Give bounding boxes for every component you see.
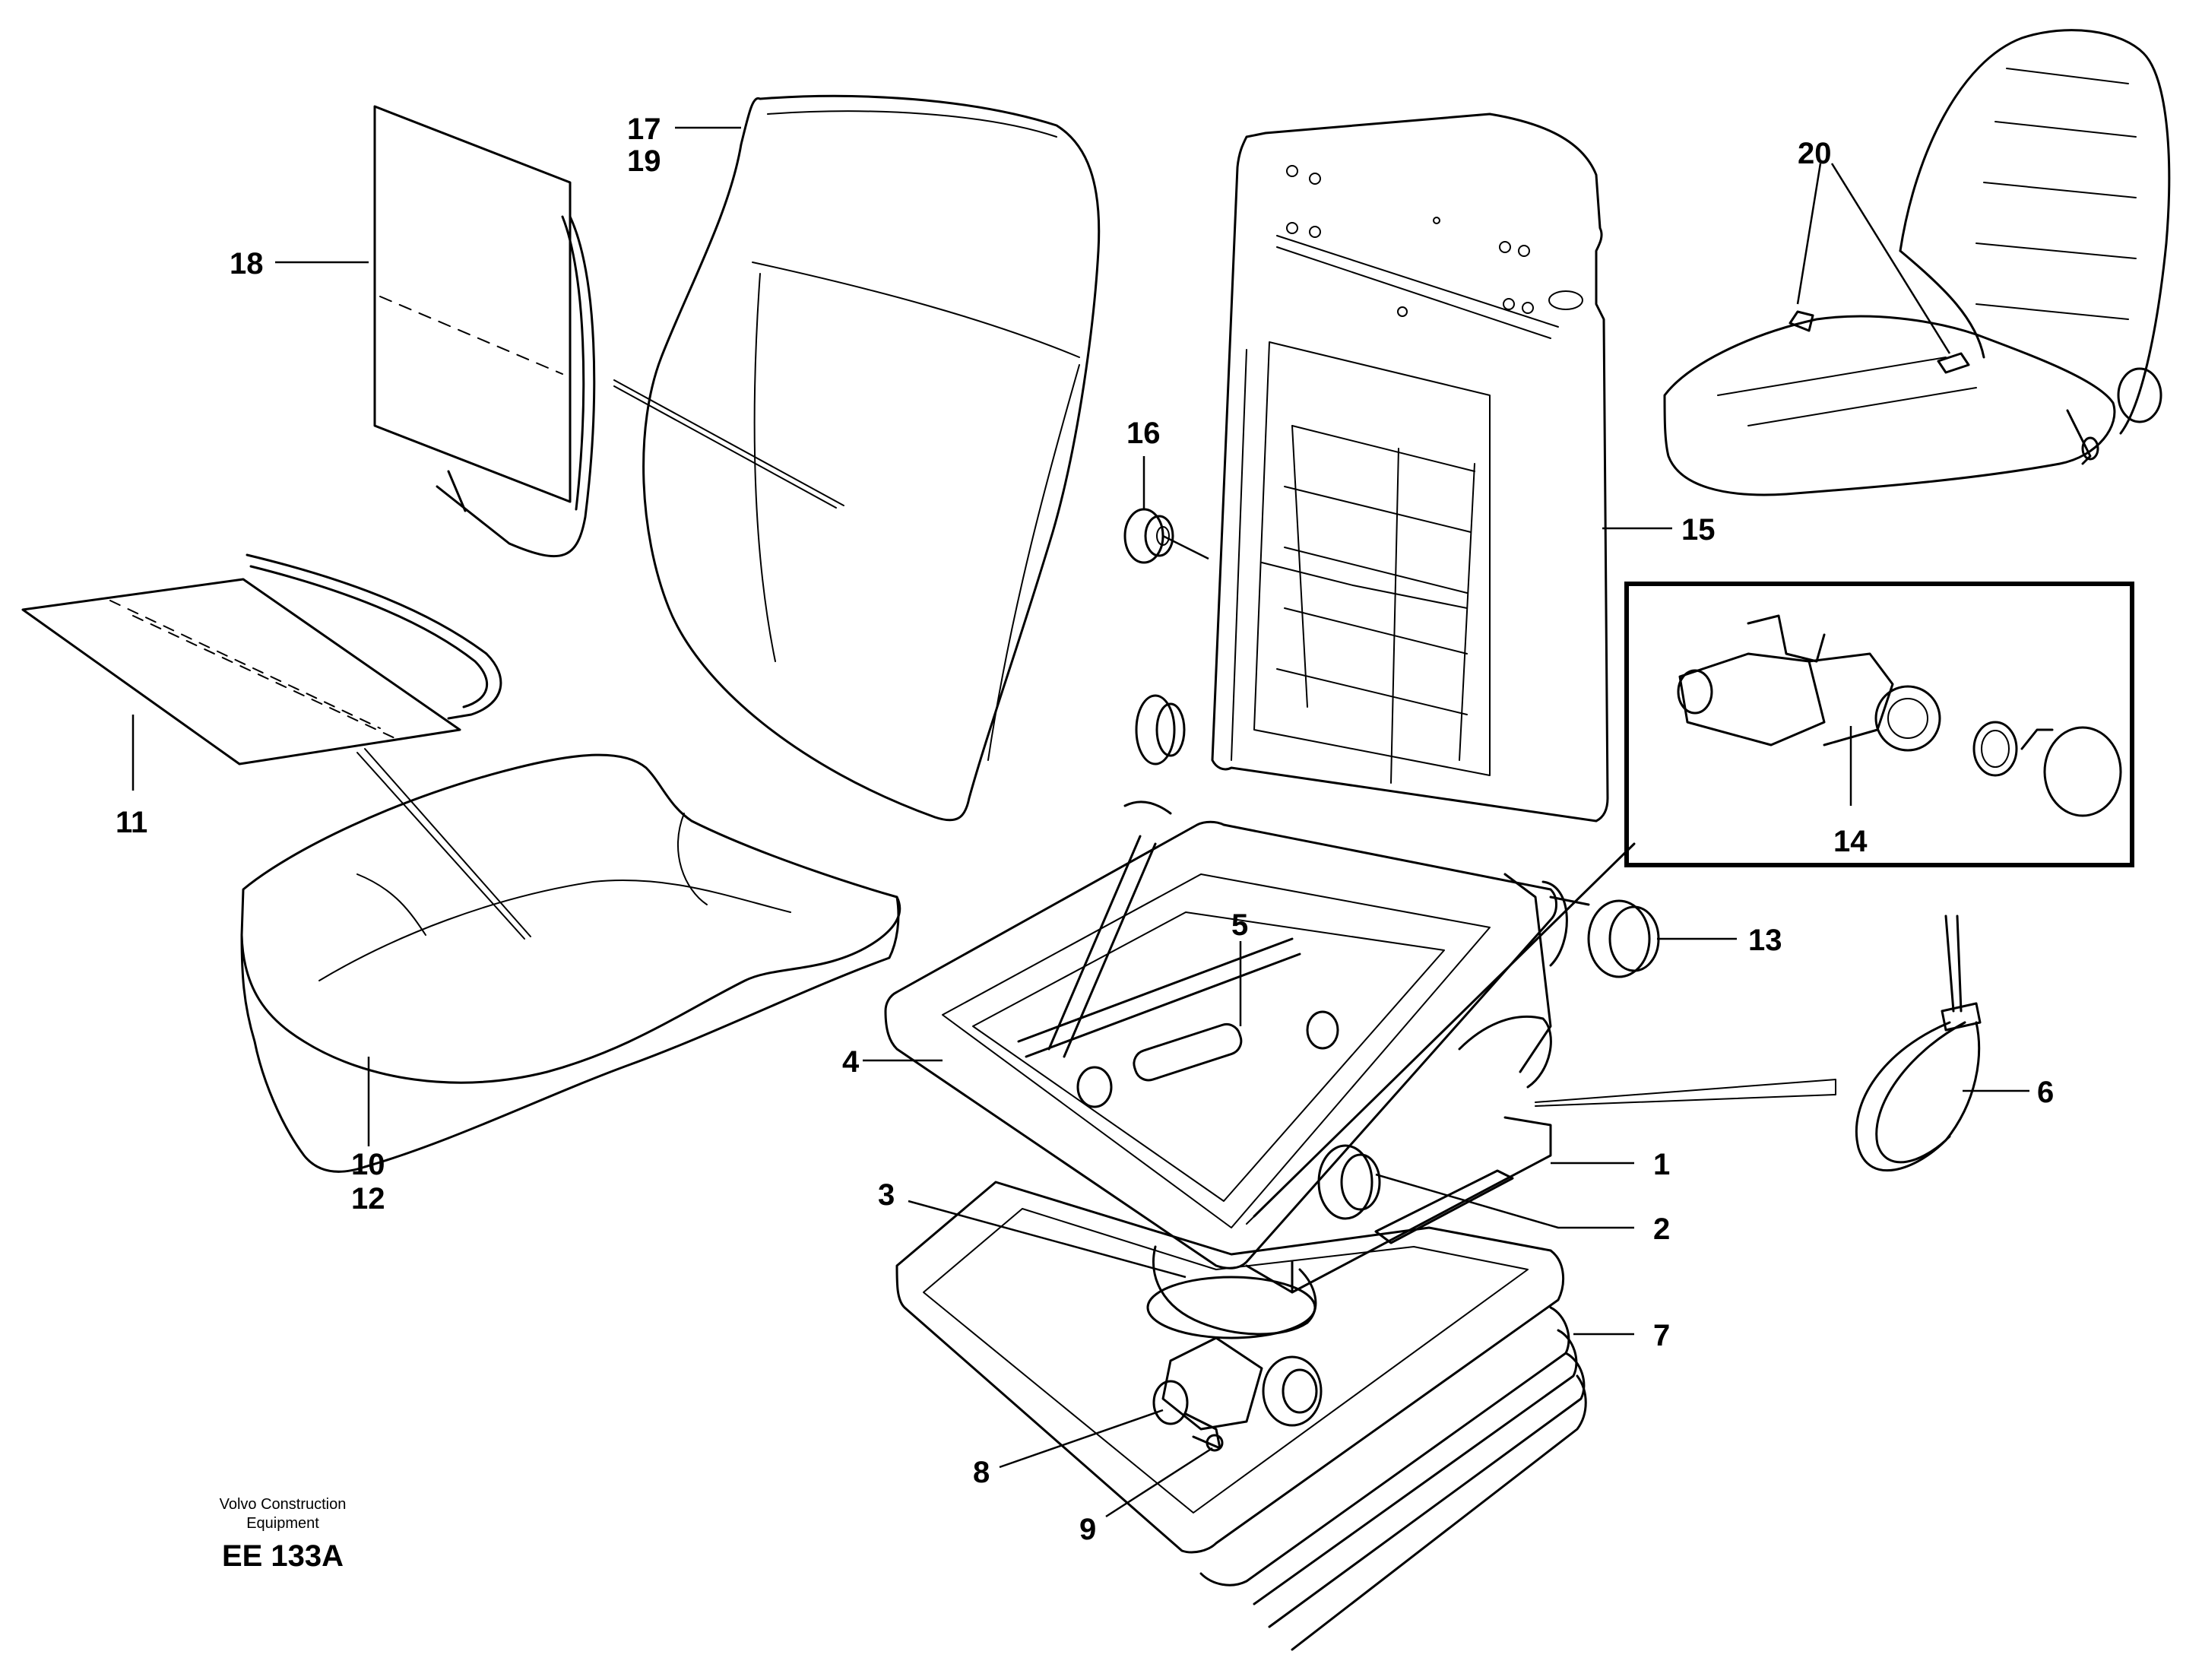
- callout-3: 3: [878, 1178, 895, 1212]
- callout-8: 8: [973, 1456, 990, 1489]
- detail-inset-14: [1624, 582, 2134, 867]
- callout-17: 17: [627, 113, 661, 146]
- footer: Volvo Construction Equipment EE 133A: [220, 1496, 347, 1573]
- drawing-code: EE 133A: [222, 1539, 344, 1573]
- callout-10: 10: [351, 1148, 385, 1181]
- callout-4: 4: [842, 1045, 860, 1079]
- callout-18: 18: [230, 247, 264, 281]
- callout-16: 16: [1126, 417, 1161, 450]
- backrest-frame: [1211, 113, 1609, 823]
- seat-frame-assembly: [884, 694, 1636, 1651]
- backrest-cushion: [642, 94, 1101, 822]
- company-line-1: Volvo Construction: [220, 1496, 347, 1513]
- leader-lines: [131, 126, 2029, 1518]
- knob-16: [1123, 508, 1174, 564]
- seat-cushion: [240, 753, 901, 1173]
- callout-11: 11: [116, 806, 147, 839]
- callout-1: 1: [1653, 1148, 1670, 1181]
- callout-2: 2: [1653, 1212, 1670, 1246]
- callout-7: 7: [1653, 1319, 1670, 1352]
- callout-9: 9: [1079, 1513, 1096, 1546]
- callout-20: 20: [1798, 137, 1832, 170]
- callout-labels: 17 19 18 11 10 12 16 15 14 13 5 4 6 1 2 …: [116, 113, 2054, 1546]
- callout-14: 14: [1833, 825, 1868, 858]
- callout-19: 19: [627, 144, 661, 178]
- callout-6: 6: [2037, 1076, 2054, 1109]
- callout-5: 5: [1231, 908, 1248, 942]
- back-heating-pad: [373, 105, 844, 558]
- callout-15: 15: [1681, 513, 1716, 547]
- seat-heating-pad: [21, 553, 531, 940]
- company-line-2: Equipment: [246, 1515, 319, 1532]
- callout-12: 12: [351, 1182, 385, 1216]
- callout-13: 13: [1748, 924, 1782, 957]
- complete-seat-20: [1663, 29, 2171, 496]
- cable-tie-6: [1535, 914, 1982, 1172]
